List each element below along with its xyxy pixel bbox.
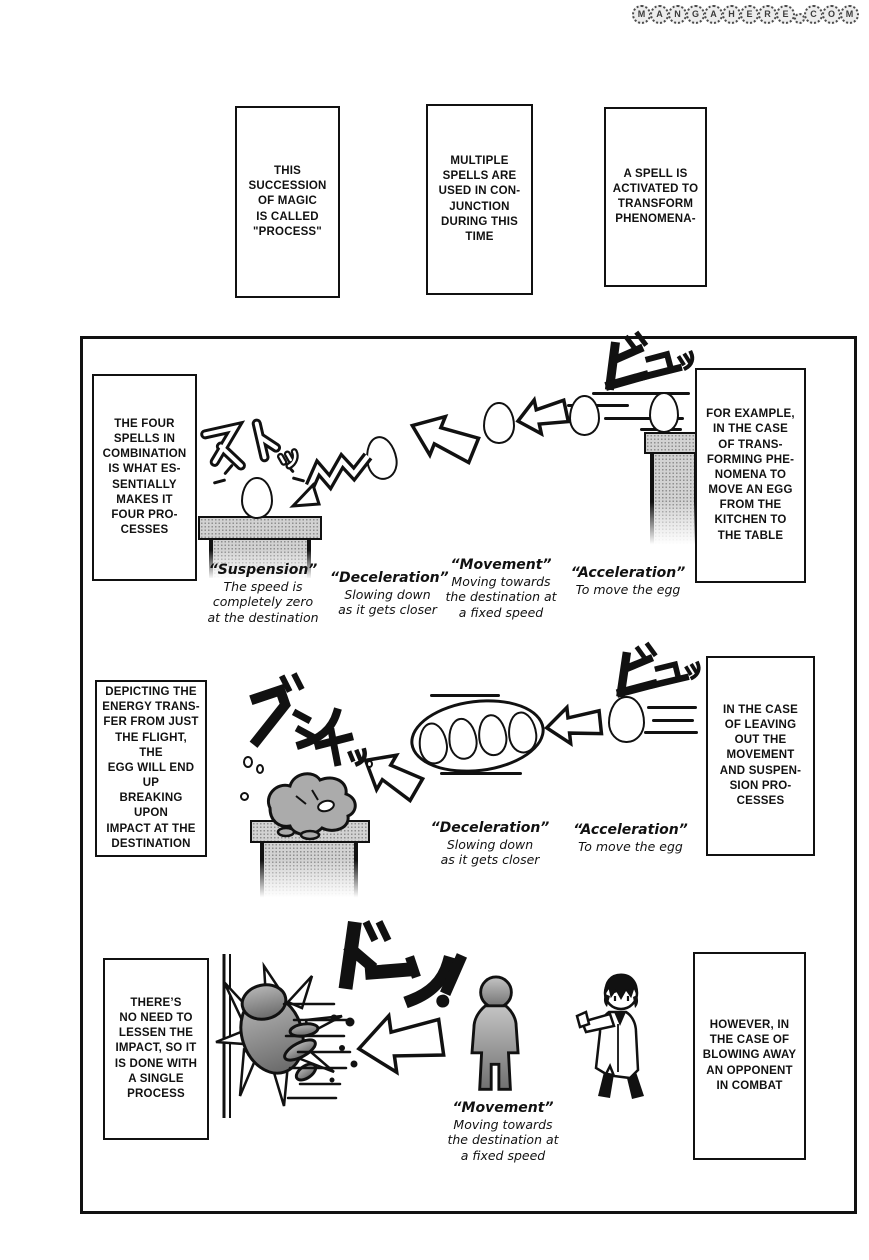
logo-letter: A bbox=[704, 5, 723, 24]
table-slab bbox=[198, 516, 322, 540]
impact-figure-icon bbox=[215, 954, 358, 1118]
label-movement-desc: Moving towards the destination at a fixe… bbox=[447, 1117, 559, 1163]
logo-letter: M bbox=[632, 5, 651, 24]
silhouette-figure-icon bbox=[470, 975, 520, 1091]
broken-egg-icon bbox=[267, 772, 357, 841]
egg-drop bbox=[366, 760, 373, 768]
label-suspension: “Suspension” The speed is completely zer… bbox=[198, 562, 328, 625]
sfx-gusha: グシャッ bbox=[229, 667, 378, 779]
speed-line bbox=[652, 719, 694, 722]
label-acceleration-row1: “Acceleration” To move the egg bbox=[568, 565, 688, 597]
zigzag-arrow-icon bbox=[289, 448, 374, 510]
logo-letter: O bbox=[822, 5, 841, 24]
logo-letter: N bbox=[668, 5, 687, 24]
egg-drop bbox=[243, 756, 253, 768]
egg-blur bbox=[445, 716, 480, 762]
egg-drop bbox=[240, 792, 249, 801]
egg-blur bbox=[416, 720, 451, 767]
speed-line bbox=[644, 731, 698, 734]
label-movement-desc: Moving towards the destination at a fixe… bbox=[445, 574, 557, 620]
egg-on-counter bbox=[649, 392, 679, 433]
logo-letter: G bbox=[686, 5, 705, 24]
egg-accelerating bbox=[569, 395, 600, 436]
label-movement-row1: “Movement” Moving towards the destinatio… bbox=[432, 557, 570, 620]
sfx-don-icon bbox=[338, 920, 468, 1009]
sfx-suto-icon bbox=[200, 418, 299, 471]
logo-letter: A bbox=[650, 5, 669, 24]
counter-fade bbox=[645, 502, 703, 552]
caption-box-row3-right: HOWEVER, IN THE CASE OF BLOWING AWAY AN … bbox=[693, 952, 806, 1160]
egg-blur bbox=[475, 712, 510, 758]
speed-line bbox=[567, 404, 629, 407]
label-deceleration-row2: “Deceleration” Slowing down as it gets c… bbox=[430, 820, 550, 868]
label-acceleration-desc: To move the egg bbox=[575, 582, 681, 598]
logo-letter: H bbox=[722, 5, 741, 24]
arrow-downleft-row1-b-icon bbox=[402, 403, 485, 474]
counter-slab bbox=[644, 432, 704, 454]
label-deceleration-row1: “Deceleration” Slowing down as it gets c… bbox=[330, 570, 449, 618]
egg-accelerating-row2 bbox=[608, 696, 645, 743]
label-deceleration-desc: Slowing down as it gets closer bbox=[440, 837, 540, 868]
caption-box-row2-left: DEPICTING THE ENERGY TRANS- FER FROM JUS… bbox=[95, 680, 207, 857]
mage-figure-icon bbox=[575, 973, 644, 1099]
caption-box-spell-activated: A SPELL IS ACTIVATED TO TRANSFORM PHENOM… bbox=[604, 107, 707, 287]
label-suspension-desc: The speed is completely zero at the dest… bbox=[207, 579, 319, 625]
speed-line bbox=[430, 694, 500, 697]
main-panel-border bbox=[80, 336, 857, 1214]
sfx-don: ドーン! bbox=[314, 916, 474, 1036]
label-acceleration-row2: “Acceleration” To move the egg bbox=[568, 822, 693, 854]
broken-egg-splat bbox=[256, 766, 368, 841]
arrow-downleft-row2-b-icon bbox=[353, 740, 430, 811]
egg-drop bbox=[256, 764, 264, 774]
caption-box-process: THIS SUCCESSION OF MAGIC IS CALLED "PROC… bbox=[235, 106, 340, 298]
sfx-byu-icon bbox=[615, 641, 701, 698]
label-movement-title: “Movement” bbox=[450, 557, 552, 573]
label-movement-row3: “Movement” Moving towards the destinatio… bbox=[428, 1100, 578, 1163]
sfx-gusha-icon bbox=[249, 672, 367, 767]
egg-landed bbox=[241, 477, 273, 519]
speed-line bbox=[592, 392, 690, 395]
caption-box-row3-left: THERE’S NO NEED TO LESSEN THE IMPACT, SO… bbox=[103, 958, 209, 1140]
caption-box-multiple-spells: MULTIPLE SPELLS ARE USED IN CON- JUNCTIO… bbox=[426, 104, 533, 295]
egg-blur bbox=[505, 709, 540, 756]
silhouette-figure bbox=[462, 975, 530, 1096]
arrow-left-row3-icon bbox=[352, 1004, 448, 1082]
egg-moving bbox=[483, 402, 515, 444]
logo-letter: M bbox=[840, 5, 859, 24]
arrow-left-row2-a-icon bbox=[543, 701, 604, 749]
sfx-byu-icon bbox=[604, 330, 695, 391]
pedestal-fade-row2 bbox=[254, 860, 364, 904]
logo-letter: E bbox=[740, 5, 759, 24]
label-deceleration-title: “Deceleration” bbox=[430, 820, 550, 836]
label-movement-title: “Movement” bbox=[452, 1100, 554, 1116]
impact-figure bbox=[214, 946, 444, 1126]
logo-letter: C bbox=[804, 5, 823, 24]
label-suspension-title: “Suspension” bbox=[208, 562, 318, 578]
label-deceleration-title: “Deceleration” bbox=[330, 570, 449, 586]
sfx-suto: ストッ bbox=[195, 415, 306, 481]
sfx-byu-row2: ビュッ bbox=[592, 638, 709, 710]
speed-line bbox=[604, 417, 684, 420]
table-fade bbox=[196, 550, 326, 584]
mage-figure bbox=[575, 966, 666, 1102]
caption-box-row2-right: IN THE CASE OF LEAVING OUT THE MOVEMENT … bbox=[706, 656, 815, 856]
speed-line bbox=[647, 706, 697, 709]
arrow-left-row1-a-icon bbox=[512, 391, 571, 441]
logo-letter: R bbox=[758, 5, 777, 24]
label-acceleration-title: “Acceleration” bbox=[570, 565, 686, 581]
caption-box-row1-left: THE FOUR SPELLS IN COMBINATION IS WHAT E… bbox=[92, 374, 197, 581]
caption-box-row1-right: FOR EXAMPLE, IN THE CASE OF TRANS- FORMI… bbox=[695, 368, 806, 583]
label-acceleration-title: “Acceleration” bbox=[573, 822, 688, 838]
sfx-byu-row1: ビュッ bbox=[580, 326, 701, 404]
label-acceleration-desc: To move the egg bbox=[578, 839, 683, 855]
label-deceleration-desc: Slowing down as it gets closer bbox=[338, 587, 437, 618]
logo-letter: E bbox=[776, 5, 795, 24]
speed-line bbox=[440, 772, 522, 775]
